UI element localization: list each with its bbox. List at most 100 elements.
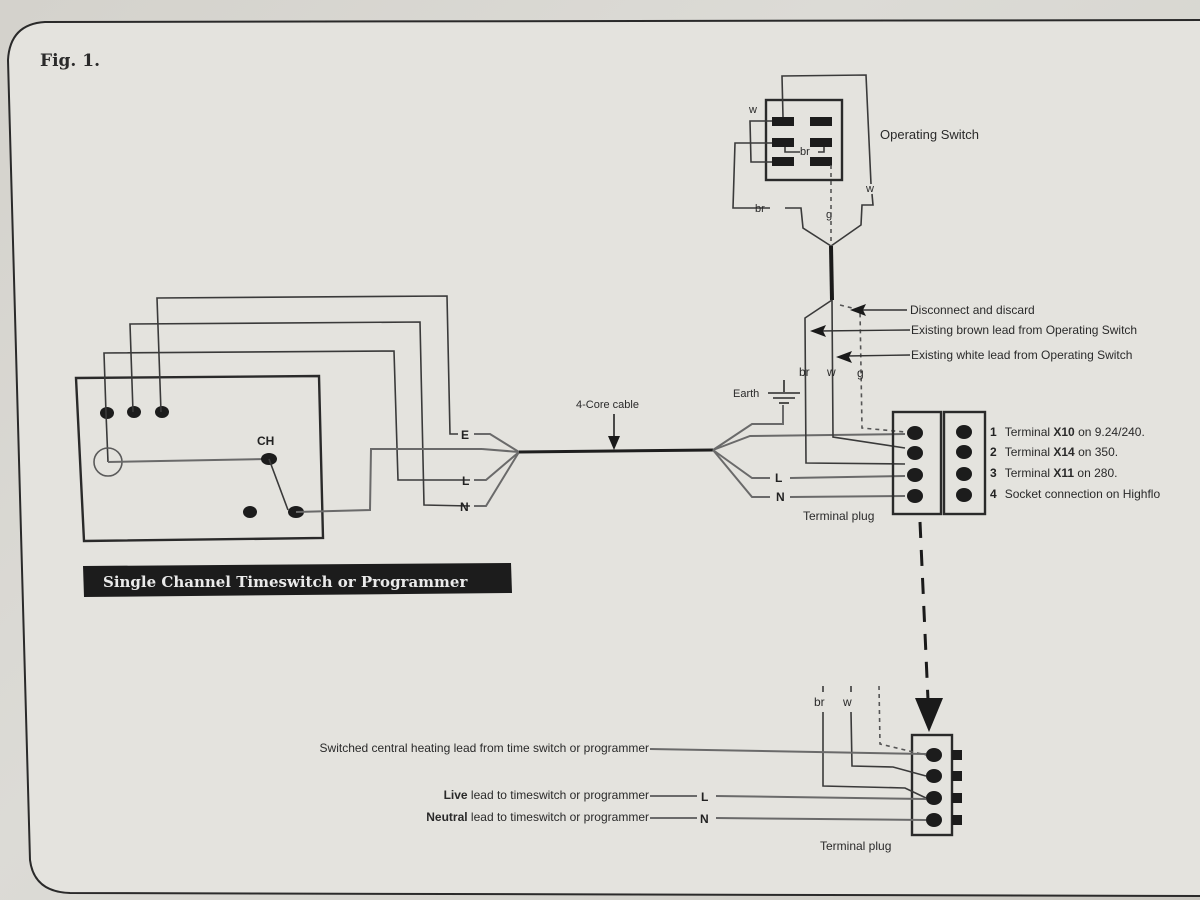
- wire: [474, 451, 520, 507]
- banner-bg: [83, 563, 512, 597]
- page-border: [6, 19, 1200, 897]
- terminal-dot: [100, 407, 114, 419]
- cable-label-n-right: N: [776, 490, 785, 504]
- lead-code-br: br: [799, 365, 810, 379]
- wire-n: [129, 321, 471, 507]
- terminal-num: 4: [990, 487, 997, 501]
- annotation-text: Existing brown lead from Operating Switc…: [911, 323, 1137, 337]
- terminal-plug-top: Terminal plug: [803, 410, 987, 523]
- lead-live: Live lead to timeswitch or programmer L: [444, 788, 927, 804]
- banner-text: Single Channel Timeswitch or Programmer: [103, 573, 468, 591]
- wire-l: [103, 350, 470, 481]
- annotation-discard: Disconnect and discard: [850, 303, 1035, 317]
- annotation-text: Disconnect and discard: [910, 303, 1035, 317]
- ch-label: CH: [257, 434, 274, 448]
- plug-pin: [952, 750, 962, 760]
- wire-w-top: [781, 74, 872, 185]
- switch-contact: [772, 117, 794, 126]
- lead-code-g: g: [857, 366, 864, 380]
- switch-cable: [829, 245, 834, 301]
- four-core-cable: [518, 448, 714, 454]
- cable-arrow-head: [608, 436, 620, 450]
- lead-text: Neutral lead to timeswitch or programmer: [426, 810, 649, 824]
- plug-body: [910, 733, 954, 837]
- plug-terminal-4: [907, 489, 923, 503]
- plug-terminal-4: [926, 813, 942, 827]
- terminal-item-4: 4 Socket connection on Highflo: [990, 487, 1160, 501]
- wire-br-bridge: [784, 147, 825, 153]
- wire-w-existing: [831, 299, 906, 449]
- wire: [789, 495, 906, 498]
- wire-switched: [295, 448, 482, 513]
- wire: [474, 451, 520, 481]
- lead-label-g: g: [826, 209, 832, 221]
- plug-terminal-2: [907, 446, 923, 460]
- plug-terminal-2: [926, 769, 942, 783]
- plug-half-left: [891, 410, 943, 516]
- lead-tag-l: L: [701, 790, 708, 804]
- wire: [474, 433, 520, 453]
- cable-label-e: E: [461, 428, 469, 442]
- cable-label-n: N: [460, 500, 469, 514]
- terminal-code: X10: [1053, 425, 1075, 439]
- figure-label: Fig. 1.: [40, 51, 100, 71]
- annotation-brown: Existing brown lead from Operating Switc…: [810, 323, 1137, 337]
- timeswitch-banner: Single Channel Timeswitch or Programmer: [83, 563, 512, 597]
- lead-rest: lead to timeswitch or programmer: [468, 788, 649, 802]
- switch-contact: [810, 157, 832, 166]
- wire: [785, 207, 832, 247]
- lead-bold: Live: [444, 788, 468, 802]
- terminal-num: 1: [990, 425, 997, 439]
- terminal-text: on 9.24/240.: [1075, 425, 1145, 439]
- wire: [107, 458, 269, 463]
- plug-terminal-3: [926, 791, 942, 805]
- switch-arm: [268, 458, 289, 511]
- cable-label: 4-Core cable: [576, 399, 639, 411]
- terminal-text: Terminal: [1005, 466, 1054, 480]
- wire: [649, 748, 927, 755]
- wire: [715, 817, 927, 821]
- cable-label-l-right: L: [775, 471, 782, 485]
- earth-symbol: Earth: [733, 380, 800, 404]
- lead-label-w2: w: [865, 183, 874, 195]
- plug-half-right: [942, 410, 987, 516]
- timeswitch-unit: CH: [74, 295, 482, 543]
- dashed-arrow-shaft: [918, 521, 930, 701]
- plug-pin: [952, 793, 962, 803]
- wire-earth: [712, 405, 784, 451]
- annotation-text: Existing white lead from Operating Switc…: [911, 348, 1132, 362]
- lead-text: Switched central heating lead from time …: [320, 741, 649, 755]
- annotation-white: Existing white lead from Operating Switc…: [836, 348, 1132, 363]
- annotation-line: [817, 329, 911, 332]
- wire-br-existing: [804, 299, 906, 465]
- arrow-icon: [850, 304, 866, 316]
- lead-rest: lead to timeswitch or programmer: [468, 810, 649, 824]
- terminal-num: 3: [990, 466, 997, 480]
- terminal-dot: [127, 406, 141, 418]
- terminal-num: 2: [990, 445, 997, 459]
- plug-pin: [952, 771, 962, 781]
- lead-code-w: w: [842, 695, 852, 709]
- plug-socket-3: [956, 467, 972, 481]
- timeswitch-box: [74, 374, 325, 543]
- terminal-plug-label: Terminal plug: [803, 509, 874, 523]
- terminal-text: Socket connection on Highflo: [1005, 487, 1161, 501]
- wire: [789, 475, 906, 479]
- wire-w-bridge: [749, 120, 772, 163]
- lead-label-br: br: [755, 203, 765, 215]
- terminal-text: on 280.: [1074, 466, 1117, 480]
- wire: [830, 193, 874, 247]
- wire-e: [156, 295, 458, 435]
- terminal-dot: [243, 506, 257, 518]
- terminal-text: on 350.: [1075, 445, 1118, 459]
- dashed-arrow-head: [915, 698, 943, 732]
- lead-code-br: br: [814, 695, 825, 709]
- wire: [712, 449, 770, 498]
- terminal-code: X14: [1053, 445, 1075, 459]
- lead-tag-n: N: [700, 812, 709, 826]
- terminal-dot: [155, 406, 169, 418]
